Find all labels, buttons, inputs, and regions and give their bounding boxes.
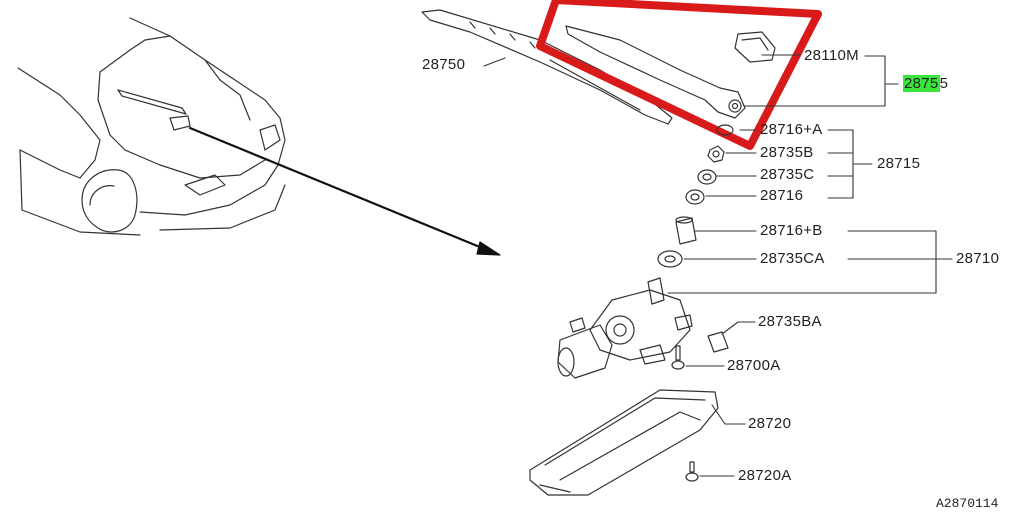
highlight-mark: 2875 [903,75,940,92]
label-28110M: 28110M [804,47,859,64]
car-illustration [17,17,286,236]
arm-cap [734,31,776,63]
label-28755: 28755 [903,75,949,92]
label-28716: 28716 [760,187,804,204]
label-28735BA: 28735BA [758,313,822,330]
label-28716-A: 28716+A [760,121,823,138]
screw-28720A [685,461,699,482]
screw-28700A [671,345,685,370]
wiper-arm [565,25,746,119]
label-28750: 28750 [422,56,466,73]
label-28710: 28710 [956,250,1000,267]
label-28735B: 28735B [760,144,814,161]
label-28735CA: 28735CA [760,250,825,267]
callout-box [536,0,822,150]
label-28715: 28715 [877,155,921,172]
label-28735C: 28735C [760,166,815,183]
label-28700A: 28700A [727,357,781,374]
clip [707,331,729,353]
label-28716-B: 28716+B [760,222,823,239]
motor-cover [529,389,719,496]
small-parts [657,124,734,268]
pointer-arrow [188,126,501,256]
label-28720A: 28720A [738,467,792,484]
leader-lines [483,54,953,477]
label-28755-suffix: 5 [939,75,949,92]
label-28720: 28720 [748,415,792,432]
wiper-motor [557,277,693,379]
figure-code: A2870114 [936,496,999,511]
